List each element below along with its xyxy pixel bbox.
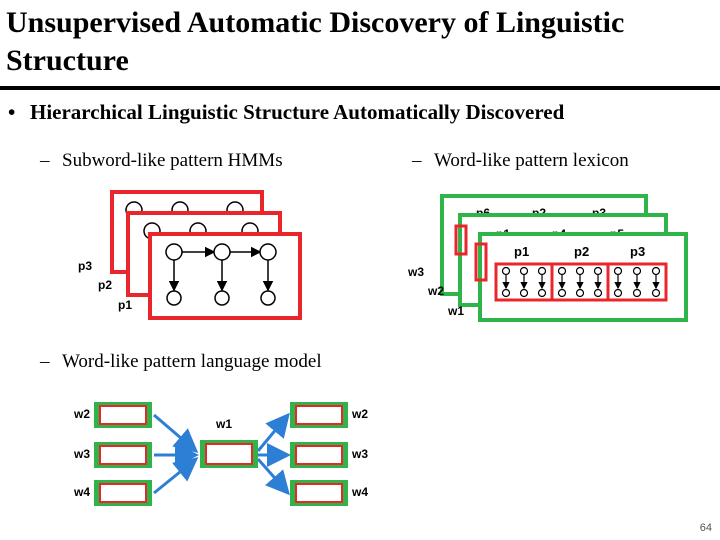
lexicon-label-w2: w2: [427, 284, 444, 298]
bullet-marker: •: [8, 100, 16, 124]
lexicon-label-w3: w3: [407, 265, 424, 279]
lexicon-w2-frame: [454, 224, 468, 256]
lexicon-w1-frame: [474, 242, 488, 282]
lm-figure: w2 w3 w4 w1 w2 w3 w4: [73, 402, 368, 506]
lm-right-label-w3: w3: [351, 447, 368, 461]
hmm-front-arrows: [168, 246, 274, 292]
lm-left-label-w3: w3: [73, 447, 90, 461]
lexicon-label-w1: w1: [447, 304, 464, 318]
hmm-front-states: [165, 243, 277, 306]
lm-left-nodes: w2 w3 w4: [73, 402, 152, 506]
hmm-label-p3: p3: [78, 259, 92, 273]
lm-edges: [153, 412, 291, 496]
lexicon-front-p2: p2: [574, 244, 589, 259]
main-bullet-text: Hierarchical Linguistic Structure Automa…: [30, 100, 565, 124]
sub-bullet-hmm: –Subword-like pattern HMMs: [40, 150, 283, 172]
lm-center-label: w1: [215, 417, 232, 431]
dash-marker: –: [40, 150, 50, 171]
lexicon-front-p3: p3: [630, 244, 645, 259]
lexicon-mini-hmms: [501, 266, 661, 298]
lexicon-front-p1: p1: [514, 244, 529, 259]
title-underline: [0, 86, 720, 90]
page-number: 64: [699, 522, 712, 534]
lm-right-label-w2: w2: [351, 407, 368, 421]
sub-bullet-hmm-text: Subword-like pattern HMMs: [62, 150, 283, 171]
slide-title: Unsupervised Automatic Discovery of Ling…: [6, 6, 625, 77]
lm-right-label-w4: w4: [351, 485, 368, 499]
sub-bullet-lexicon: –Word-like pattern lexicon: [412, 150, 629, 172]
hmm-label-p1: p1: [118, 298, 132, 312]
lm-right-nodes: w2 w3 w4: [290, 402, 368, 506]
sub-bullet-lm: –Word-like pattern language model: [40, 351, 322, 373]
lm-left-label-w4: w4: [73, 485, 90, 499]
dash-marker: –: [40, 351, 50, 372]
lexicon-figure: p6 p2 p3 p1 p4 p5 p1 p2 p3: [407, 194, 688, 322]
sub-bullet-lm-text: Word-like pattern language model: [62, 351, 322, 372]
hmm-figure: p3 p2 p1: [78, 190, 302, 320]
main-bullet: • Hierarchical Linguistic Structure Autom…: [8, 100, 564, 125]
lm-left-label-w2: w2: [73, 407, 90, 421]
sub-bullet-lexicon-text: Word-like pattern lexicon: [434, 150, 629, 171]
dash-marker: –: [412, 150, 422, 171]
hmm-label-p2: p2: [98, 278, 112, 292]
